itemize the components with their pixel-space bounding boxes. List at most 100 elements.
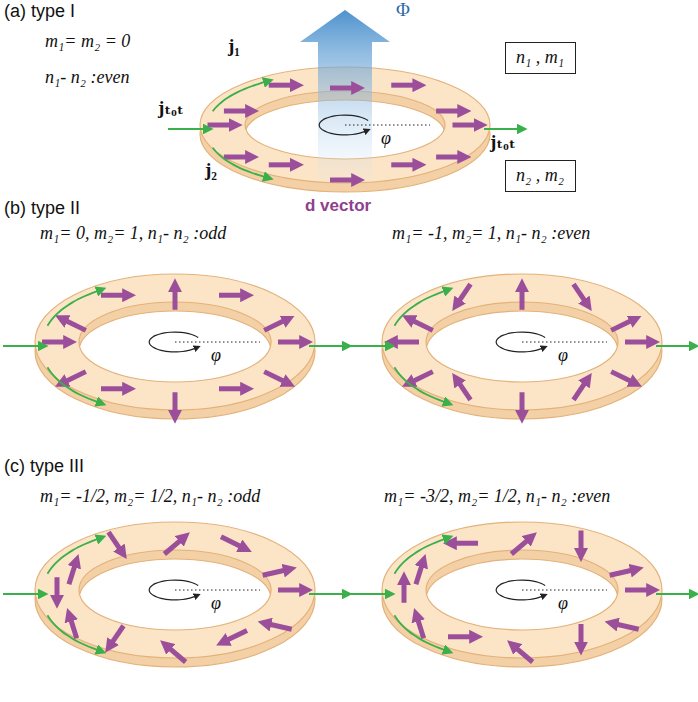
ring-layer [35, 274, 315, 410]
d-vector-arrow [402, 582, 407, 602]
d-vector-arrow [173, 289, 178, 309]
angle-symbol: φ [211, 346, 221, 366]
box-label: n₁ , m₁ [516, 47, 564, 69]
angle-arrow [496, 580, 545, 600]
d-vector-arrow [278, 340, 302, 345]
d-vector-arrow [330, 86, 354, 91]
ring [350, 522, 692, 667]
parameter-label: m₁= m₂ = 0 [45, 32, 130, 52]
d-vector-arrow [221, 537, 242, 547]
current-arrow [394, 538, 446, 573]
d-vector-arrow [268, 624, 291, 629]
d-vector-arrow [516, 648, 533, 662]
d-vector-arrow [101, 386, 125, 391]
ring-layer [35, 522, 315, 658]
current-arrow [394, 367, 446, 402]
ring-layer [382, 522, 662, 658]
ring [350, 274, 692, 419]
angle-arrow [149, 580, 198, 600]
d-vector-arrow [226, 630, 247, 640]
current-label: j₂ [205, 160, 217, 181]
d-vector-arrow [453, 123, 477, 128]
d-vector-arrow [42, 340, 66, 345]
d-vector-arrow [173, 392, 178, 412]
d-vector-arrow [264, 372, 285, 382]
panel-title: (b) type II [4, 199, 80, 219]
d-vector-arrow [579, 624, 584, 644]
angle-symbol: φ [211, 594, 221, 614]
box-label: n₂ , m₂ [516, 165, 564, 187]
d-vector-arrow [454, 541, 478, 546]
d-vector-arrow [164, 540, 181, 554]
d-vector-arrow [579, 530, 584, 550]
d-vector-arrow [55, 577, 60, 597]
angle-reference-line [175, 589, 260, 590]
parameter-label: n₁- n₂ :even [45, 68, 129, 88]
d-vector-arrow [412, 320, 433, 330]
d-vector-arrow [101, 293, 125, 298]
angle-reference-line [175, 341, 260, 342]
d-vector-arrow [264, 320, 285, 330]
d-vector-arrow [70, 619, 76, 639]
flux-symbol: Φ [396, 0, 410, 21]
d-vector-arrow [417, 619, 423, 639]
angle-reference-line [522, 589, 607, 590]
d-vector-arrow [611, 320, 632, 330]
d-vector-arrow [391, 83, 415, 88]
ring [168, 10, 520, 192]
angle-reference-line [522, 341, 607, 342]
parameter-label: m₁= -1, m₂= 1, n₁- n₂ :even [392, 224, 590, 244]
d-vector-arrow [448, 634, 472, 639]
d-vector-arrow [416, 565, 422, 585]
d-vector-arrow [208, 123, 232, 128]
d-vector-arrow [65, 372, 86, 382]
d-vector-arrow [436, 155, 460, 160]
d-vector-arrow [574, 382, 586, 400]
d-vector-arrow [395, 340, 419, 345]
current-arrow [394, 615, 446, 650]
current-arrow [3, 345, 41, 347]
ring [3, 274, 345, 419]
d-vector-arrow [459, 382, 471, 400]
d-vector-arrow [436, 109, 460, 114]
angle-reference-line [345, 124, 430, 125]
current-arrow [394, 290, 446, 325]
current-arrow [656, 593, 692, 595]
current-arrow [47, 538, 99, 573]
current-arrow [47, 367, 99, 402]
d-vector-arrow [330, 178, 354, 183]
d-vector-arrow [625, 588, 649, 593]
d-vector-arrow [520, 392, 525, 412]
current-arrow [484, 128, 520, 130]
angle-symbol: φ [558, 346, 568, 366]
angle-arrow [496, 332, 545, 352]
current-arrow [168, 128, 206, 130]
current-arrow [309, 345, 345, 347]
ring-layer [382, 274, 662, 410]
d-vector-arrow [169, 648, 186, 662]
flux-arrow [300, 10, 390, 180]
d-vector-arrow [263, 570, 286, 575]
ring [3, 522, 345, 667]
d-vector-arrow [269, 83, 293, 88]
parameter-box: n₁ , m₁ [505, 42, 576, 74]
current-label: j₁ [228, 36, 240, 57]
current-label: jₜₒₜ [158, 98, 184, 119]
d-vector-arrow [269, 162, 293, 167]
d-vector-arrow [224, 109, 248, 114]
d-vector-arrow [459, 284, 471, 302]
d-vector-arrow [611, 372, 632, 382]
d-vector-arrow [615, 624, 638, 629]
panel-title: (c) type III [4, 457, 84, 477]
current-arrow [213, 82, 267, 112]
current-arrow [350, 593, 388, 595]
d-vector-arrow [511, 540, 528, 554]
current-arrow [47, 290, 99, 325]
angle-arrow [149, 332, 198, 352]
current-arrow [656, 345, 692, 347]
d-vector-arrow [520, 289, 525, 309]
angle-symbol: φ [381, 129, 391, 149]
d-vector-arrow [412, 372, 433, 382]
